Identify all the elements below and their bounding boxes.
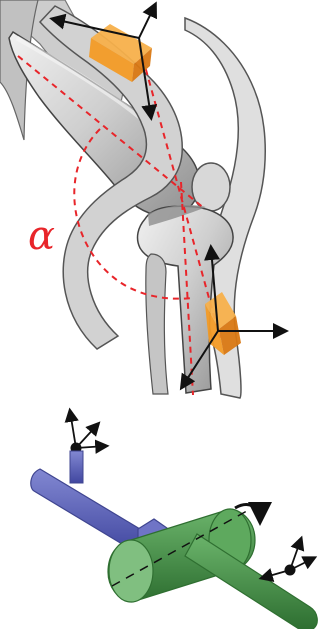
blue-stem (70, 451, 83, 483)
fibula (146, 254, 168, 394)
knee-joint-illustration: α (0, 0, 285, 398)
shank-imu-sensor (205, 292, 241, 355)
knee-angle-label: α (28, 213, 55, 259)
upper-coordinate-frame (70, 411, 106, 454)
segment-joint-diagram (31, 411, 317, 629)
lower-coordinate-frame (262, 539, 314, 578)
